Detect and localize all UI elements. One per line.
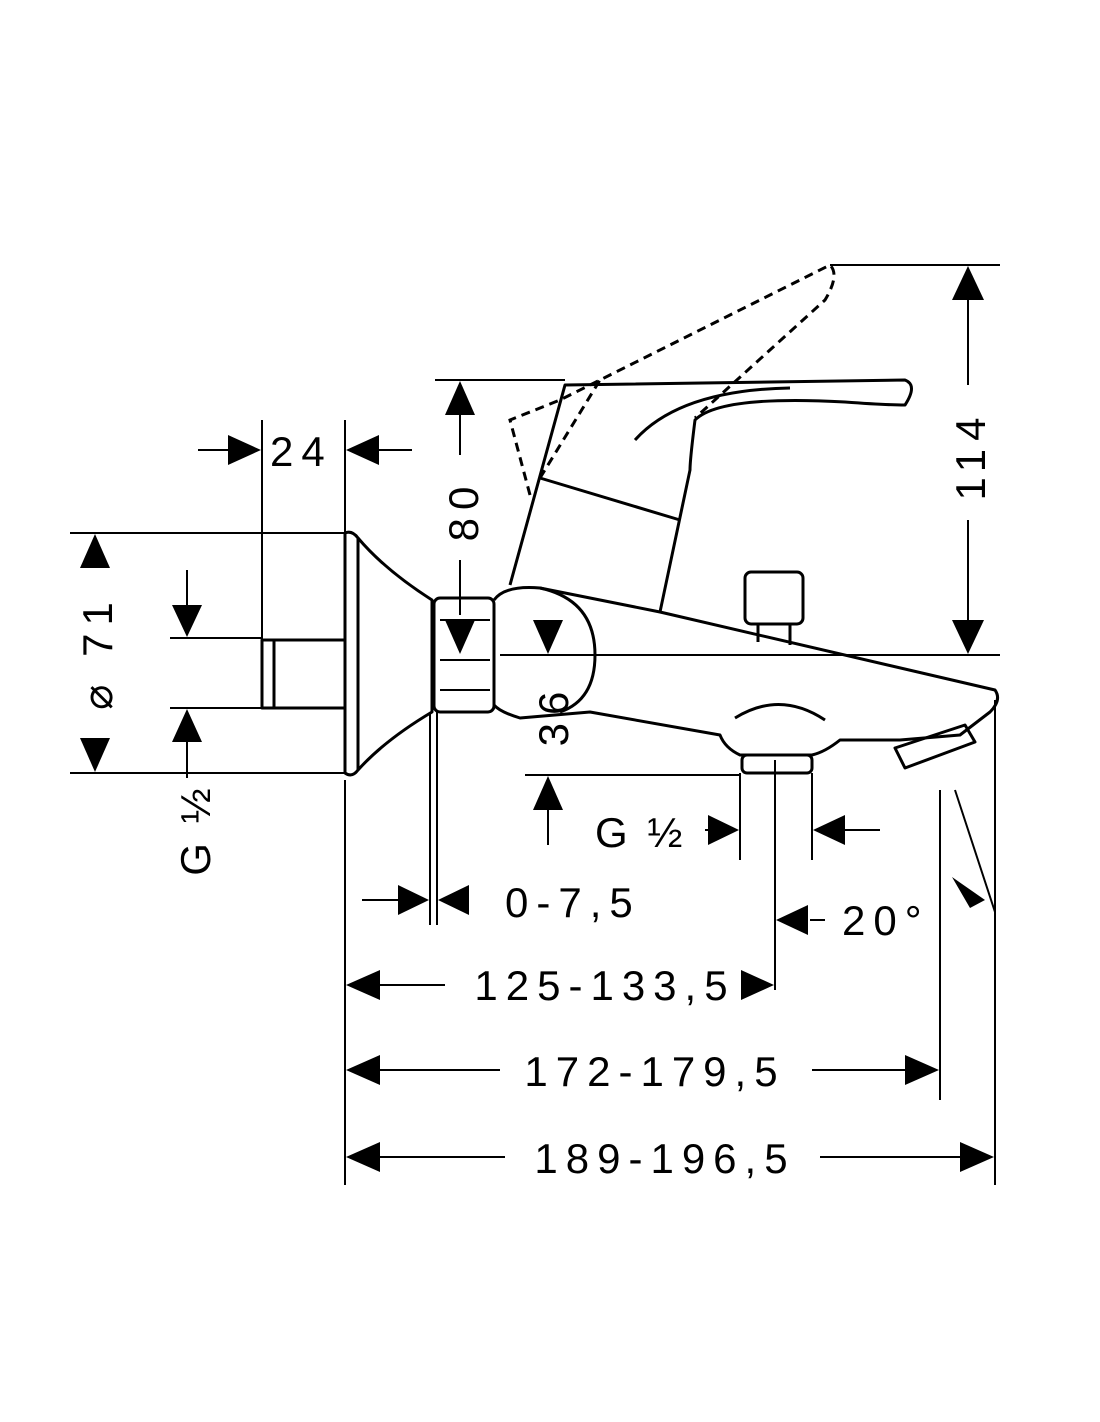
dimension-label-36: 36 [530, 684, 577, 747]
dimension-label-24: 24 [270, 428, 333, 475]
arrow-left [346, 970, 380, 1000]
arrow-left [813, 815, 845, 845]
arrow-down [80, 738, 110, 772]
handle [508, 378, 913, 613]
arrow-down [172, 605, 202, 637]
dimension-24: 24 [198, 420, 412, 640]
dimension-0-7-5: 0-7,5 [362, 712, 641, 926]
dimension-114: 114 [500, 264, 1000, 656]
dimension-angle-20: 20° [774, 700, 996, 1185]
arrow-right [905, 1055, 939, 1085]
dimension-label-0-7-5: 0-7,5 [505, 879, 641, 926]
arrow-left [776, 905, 808, 935]
arrow-right [398, 885, 429, 915]
arrow-down [533, 620, 563, 654]
arrow-up [533, 776, 563, 810]
arrow-right [741, 970, 774, 1000]
mixer-body [492, 586, 1000, 757]
faucet-outline [260, 263, 1000, 777]
arrow-right [960, 1142, 994, 1172]
dimension-label-125-133-5: 125-133,5 [474, 962, 735, 1009]
bottom-outlet [740, 753, 814, 775]
handle-joint [539, 476, 681, 522]
dimension-thread-right: G ½ [595, 773, 880, 860]
arrow-up [952, 266, 984, 300]
dimension-189-196-5: 189-196,5 [346, 1135, 994, 1182]
dimension-label-172-179-5: 172-179,5 [524, 1048, 785, 1095]
arrow-angle [952, 877, 985, 908]
dimension-80: 80 [435, 379, 565, 654]
dimension-label-thread-right: G ½ [595, 809, 686, 856]
spout-curve [734, 703, 826, 722]
handle-dashed-inner [538, 379, 602, 479]
dimension-36: 36 [525, 620, 740, 845]
wall-plate [343, 530, 434, 777]
connection-nut [432, 596, 496, 714]
arrow-left [438, 885, 469, 915]
handle-detail [633, 386, 791, 442]
dimension-label-thread-left: G ½ [172, 784, 219, 875]
dimension-label-angle-20: 20° [842, 897, 930, 944]
dimension-label-114: 114 [947, 410, 994, 501]
arrow-down [445, 620, 475, 654]
handle-dashed [508, 263, 836, 496]
dimension-label-189-196-5: 189-196,5 [534, 1135, 795, 1182]
arrow-up [80, 534, 110, 568]
diverter-knob [743, 570, 805, 626]
aerator [893, 723, 977, 770]
arrow-right [708, 815, 739, 845]
dimension-thread-left: G ½ [170, 570, 262, 876]
nipple [260, 638, 347, 710]
dimension-125-133-5: 125-133,5 [344, 780, 774, 1185]
arrow-left [346, 1142, 380, 1172]
dimension-172-179-5: 172-179,5 [346, 790, 941, 1100]
dimension-label-diameter-71: ⌀ 71 [74, 594, 121, 710]
dimension-label-80: 80 [440, 479, 487, 542]
arrow-down [952, 620, 984, 654]
arrow-left [346, 435, 379, 465]
arrow-left [346, 1055, 380, 1085]
arrow-up [172, 709, 202, 742]
arrow-right [228, 435, 261, 465]
dimension-diameter-71: ⌀ 71 [70, 532, 345, 774]
arrow-up [445, 381, 475, 415]
